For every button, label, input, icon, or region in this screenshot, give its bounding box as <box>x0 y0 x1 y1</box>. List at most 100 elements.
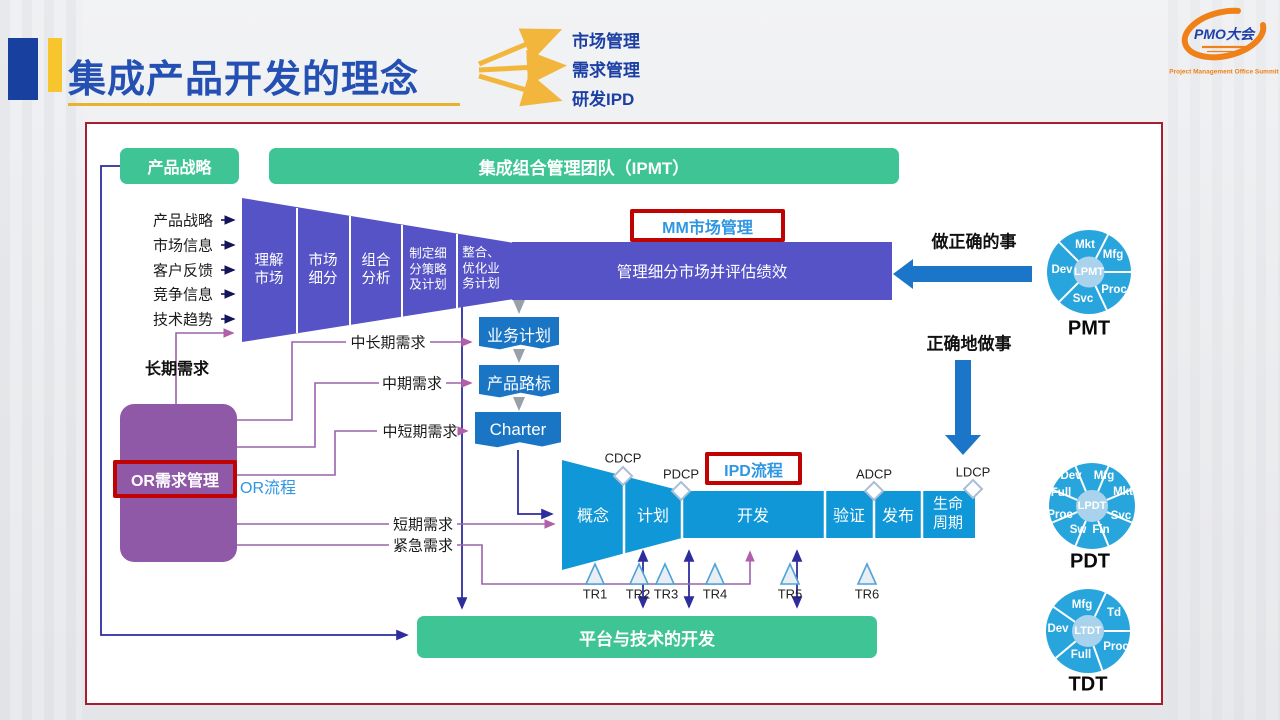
pmo-logo-text: PMO大会 <box>1194 26 1254 42</box>
req-mid-short-term: 中短期需求 <box>382 423 458 441</box>
mm-seg-portfolio-analysis: 组合分析 <box>361 252 391 287</box>
input-tech-trends: 技术趋势 <box>152 311 214 329</box>
tdt-circle <box>1046 589 1130 673</box>
bullet-requirement-mgmt: 需求管理 <box>572 61 640 80</box>
title-deco-yellow-bar <box>48 38 62 92</box>
platform-tech-bar: 平台与技术的开发 <box>417 616 877 658</box>
mm-label-box: MM市场管理 <box>630 209 785 242</box>
ipd-process-shape <box>562 460 975 570</box>
strategy-to-platform-line <box>100 165 409 641</box>
input-customer-feedback: 客户反馈 <box>152 262 214 280</box>
pmt-seg-svc: Svc <box>1072 293 1094 305</box>
tr-triangles <box>584 562 878 585</box>
do-right-things-arrow <box>893 259 1032 289</box>
title-underline <box>68 103 460 106</box>
charter-to-concept-line <box>517 450 554 520</box>
business-plan-box: 业务计划 <box>479 317 559 350</box>
mm-funnel-dividers <box>296 208 458 333</box>
diagram-panel: 产品战略 集成组合管理团队（IPMT） 平台与技术的开发 产品战略 市场信息 客… <box>85 122 1163 705</box>
pdt-center-lpdt: LPDT <box>1077 500 1107 512</box>
mm-funnel-shape <box>242 198 514 342</box>
pmo-logo-subtitle: Project Management Office Summit <box>1169 68 1279 76</box>
pdt-seg-mkt: Mkt <box>1113 486 1133 498</box>
tr6-label: TR6 <box>854 586 880 602</box>
mm-seg-market-segmentation: 市场细分 <box>308 252 338 287</box>
pdt-seg-mfg: Mfg <box>1093 470 1115 482</box>
tdt-seg-proc: Proc <box>1103 641 1129 653</box>
tr1-label: TR1 <box>582 586 608 602</box>
or-label-box: OR需求管理 <box>113 460 237 498</box>
phase-develop: 开发 <box>736 508 770 525</box>
pmt-circle <box>1047 230 1131 314</box>
mid-long-line-a <box>237 341 346 421</box>
tdt-seg-td: Td <box>1106 607 1122 619</box>
do-things-right-label: 正确地做事 <box>926 334 1012 354</box>
phase-lifecycle: 生命周期 <box>932 495 963 531</box>
phase-concept: 概念 <box>576 508 610 525</box>
mm-seg-optimize-plan: 整合、优化业务计划 <box>462 245 500 291</box>
mid-line-a <box>237 382 379 448</box>
urgent-line-b <box>457 544 755 585</box>
pmt-center-lpmt: LPMT <box>1074 266 1104 278</box>
do-right-things-label: 做正确的事 <box>931 232 1017 252</box>
background-left-texture <box>0 0 82 720</box>
tr2-label: TR2 <box>625 586 651 602</box>
input-product-strategy: 产品战略 <box>152 212 214 230</box>
tr4-label: TR4 <box>702 586 728 602</box>
pdt-circle <box>1049 463 1135 549</box>
mm-manage-bar: 管理细分市场并评估绩效 <box>512 242 892 300</box>
pmt-caption: PMT <box>1067 317 1111 340</box>
ldcp-diamond <box>962 478 984 500</box>
pmt-seg-dev: Dev <box>1051 264 1073 276</box>
input-arrows <box>221 215 236 324</box>
phase-verify: 验证 <box>832 508 866 525</box>
mid-short-line-a <box>237 430 377 476</box>
tdt-seg-full: Full <box>1070 649 1092 661</box>
pmt-seg-proc: Proc <box>1101 284 1127 296</box>
mm-seg-understand-market: 理解市场 <box>254 252 284 287</box>
pdt-seg-proc: Proc <box>1047 509 1073 521</box>
pdt-seg-fin: Fin <box>1092 524 1110 536</box>
pdt-caption: PDT <box>1070 550 1110 573</box>
background-right-texture <box>1168 0 1280 720</box>
cdcp-diamond <box>612 465 634 487</box>
req-urgent: 紧急需求 <box>392 537 454 555</box>
title-deco-blue-bar <box>8 38 38 100</box>
req-short-term: 短期需求 <box>392 516 454 534</box>
milestone-pdcp: PDCP <box>662 466 700 482</box>
page-title: 集成产品开发的理念 <box>68 59 420 101</box>
pdcp-diamond <box>670 480 692 502</box>
charter-box: Charter <box>475 412 561 448</box>
ipmt-bar: 集成组合管理团队（IPMT） <box>269 148 899 184</box>
phase-plan: 计划 <box>636 508 670 525</box>
bullet-market-mgmt: 市场管理 <box>572 32 640 51</box>
pdt-seg-full: Full <box>1050 487 1072 499</box>
fan-arrow-2 <box>478 50 567 86</box>
tr5-label: TR5 <box>777 586 803 602</box>
tr3-label: TR3 <box>653 586 679 602</box>
tdt-seg-mfg: Mfg <box>1071 599 1093 611</box>
pmo-logo: PMO大会 Project Management Office Summit <box>1169 6 1279 84</box>
pdt-seg-dev: Dev <box>1060 470 1082 482</box>
tdt-center-ltdt: LTDT <box>1074 625 1102 637</box>
fan-arrows <box>478 28 567 107</box>
milestone-adcp: ADCP <box>855 466 893 482</box>
product-roadmap-box: 产品路标 <box>479 365 559 398</box>
milestone-ldcp: LDCP <box>955 464 991 480</box>
requirement-lines <box>175 328 755 585</box>
milestone-cdcp: CDCP <box>604 450 642 466</box>
milestone-diamonds <box>612 465 984 502</box>
do-things-right-arrow <box>945 360 981 455</box>
phase-release: 发布 <box>881 508 915 525</box>
ipd-label-box: IPD流程 <box>705 452 802 485</box>
req-mid-term: 中期需求 <box>381 375 443 393</box>
pmt-seg-mkt: Mkt <box>1075 239 1095 251</box>
adcp-diamond <box>863 480 885 502</box>
tdt-caption: TDT <box>1068 673 1108 696</box>
bullet-rd-ipd: 研发IPD <box>572 90 635 109</box>
or-flow-label: OR流程 <box>239 480 297 497</box>
pdt-seg-sw: Sw <box>1069 524 1087 536</box>
input-competition-info: 竞争信息 <box>152 286 214 304</box>
mm-seg-segment-strategy: 制定细分策略及计划 <box>409 246 447 292</box>
long-term-line <box>175 328 235 404</box>
